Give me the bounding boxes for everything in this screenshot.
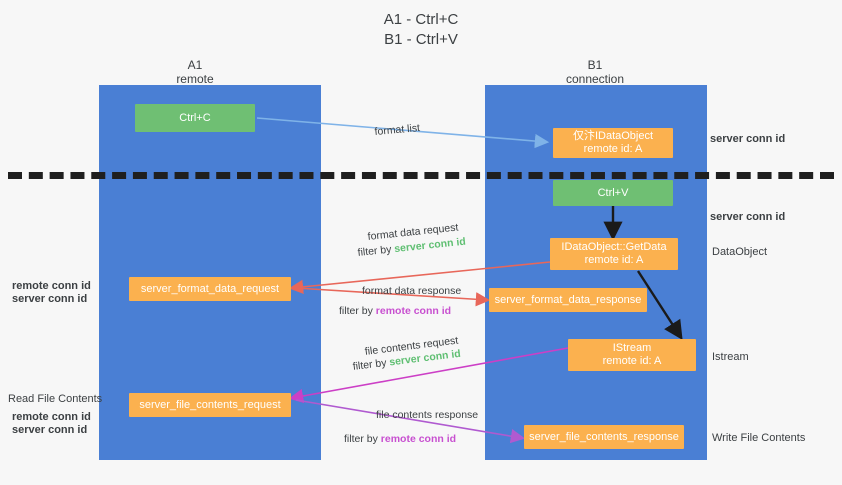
node-istream[interactable]: IStream remote id: A xyxy=(568,339,696,371)
left-label-remote-conn-id-1: remote conn id xyxy=(12,280,91,292)
right-label-istream: Istream xyxy=(712,351,749,363)
right-label-data-object: DataObject xyxy=(712,246,768,258)
node-server-file-contents-request-label: server_file_contents_request xyxy=(139,398,281,411)
page-title-line1: A1 - Ctrl+C xyxy=(383,11,459,28)
edge-label-format-data-response-filter: filter by remote conn id xyxy=(339,304,451,318)
filter-prefix: filter by xyxy=(339,305,376,317)
filter-value-remote-conn-id: remote conn id xyxy=(380,433,457,445)
node-istream-line1: IStream xyxy=(612,342,652,354)
lane-b1-sub: connection xyxy=(565,72,625,86)
edge-label-format-data-response: format data response xyxy=(362,285,462,297)
lane-header-b1: B1 connection xyxy=(530,58,660,86)
node-server-file-contents-response[interactable]: server_file_contents_response xyxy=(524,425,684,449)
node-ctrl-c[interactable]: Ctrl+C xyxy=(135,104,255,132)
page-title-line2: B1 - Ctrl+V xyxy=(384,31,458,48)
node-server-format-data-request-label: server_format_data_request xyxy=(140,282,280,295)
left-label-remote-conn-id-2: remote conn id xyxy=(12,411,91,423)
node-idataobject-top-line1: 仅汴IDataObject xyxy=(572,130,654,142)
filter-prefix: filter by xyxy=(357,243,395,259)
phase-divider xyxy=(8,172,834,179)
left-label-server-conn-id-1: server conn id xyxy=(12,293,88,305)
edge-label-format-list: format list xyxy=(374,122,421,138)
filter-prefix: filter by xyxy=(352,356,391,373)
node-idataobject-top[interactable]: 仅汴IDataObject remote id: A xyxy=(553,128,673,158)
node-ctrl-c-label: Ctrl+C xyxy=(179,111,211,124)
node-ctrl-v-label: Ctrl+V xyxy=(597,186,629,199)
right-label-write-file-contents: Write File Contents xyxy=(712,432,806,444)
node-server-file-contents-response-label: server_file_contents_response xyxy=(529,430,679,443)
lane-header-a1: A1 remote xyxy=(130,58,260,86)
filter-prefix: filter by xyxy=(344,433,381,445)
node-getdata-line1: IDataObject::GetData xyxy=(561,241,667,253)
node-server-format-data-response-label: server_format_data_response xyxy=(494,293,642,306)
edge-label-file-contents-response: file contents response xyxy=(376,409,479,421)
left-label-server-conn-id-2: server conn id xyxy=(12,424,88,436)
filter-value-remote-conn-id: remote conn id xyxy=(375,305,452,317)
left-label-read-file-contents: Read File Contents xyxy=(8,393,103,405)
node-server-format-data-response[interactable]: server_format_data_response xyxy=(489,288,647,312)
node-getdata[interactable]: IDataObject::GetData remote id: A xyxy=(550,238,678,270)
node-getdata-line2: remote id: A xyxy=(584,254,644,266)
edge-label-file-contents-response-filter: filter by remote conn id xyxy=(344,432,456,446)
lane-b1-name: B1 xyxy=(587,58,603,72)
right-label-server-conn-id-top: server conn id xyxy=(710,133,786,145)
node-ctrl-v[interactable]: Ctrl+V xyxy=(553,180,673,206)
lane-a1-name: A1 xyxy=(187,58,203,72)
right-label-server-conn-id-mid: server conn id xyxy=(710,211,786,223)
node-idataobject-top-line2: remote id: A xyxy=(583,143,643,155)
node-server-format-data-request[interactable]: server_format_data_request xyxy=(129,277,291,301)
node-istream-line2: remote id: A xyxy=(602,355,662,367)
node-server-file-contents-request[interactable]: server_file_contents_request xyxy=(129,393,291,417)
lane-a1-sub: remote xyxy=(176,72,214,86)
